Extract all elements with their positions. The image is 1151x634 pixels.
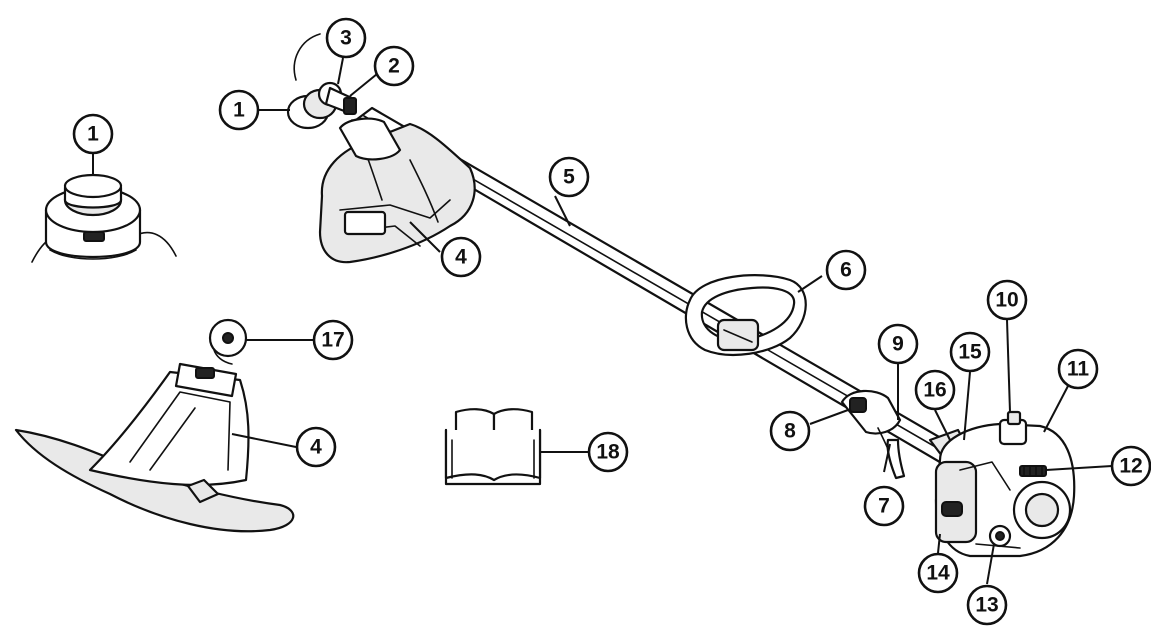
callout-label: 5: [563, 166, 575, 189]
callout-label: 4: [455, 246, 467, 269]
callout-label: 2: [388, 55, 400, 78]
callout-1-detached-head: 1: [72, 113, 114, 155]
mounted-head: [286, 33, 358, 130]
callout-16: 16: [914, 369, 956, 411]
callout-label: 14: [926, 562, 950, 585]
callout-14: 14: [917, 552, 959, 594]
callout-4-guard-assembly: 4: [295, 426, 337, 468]
callout-18: 18: [587, 431, 629, 473]
callout-10: 10: [986, 279, 1028, 321]
callout-label: 11: [1067, 358, 1090, 381]
callout-label: 15: [958, 341, 982, 364]
callout-12: 12: [1110, 445, 1151, 487]
callout-label: 3: [340, 27, 352, 50]
callout-4-mounted-guard: 4: [440, 236, 482, 278]
callout-1-mounted-head: 1: [218, 89, 260, 131]
callouts: 1 1 2 3 4 4 5 6: [72, 17, 1151, 626]
loop-handle: [684, 274, 807, 356]
callout-label: 18: [596, 441, 620, 464]
callout-label: 8: [784, 420, 796, 443]
mounted-guard: [318, 117, 476, 264]
callout-3: 3: [325, 17, 367, 59]
callout-7: 7: [863, 485, 905, 527]
callout-2: 2: [373, 45, 415, 87]
callout-5: 5: [548, 156, 590, 198]
callout-label: 1: [87, 123, 99, 146]
callout-label: 16: [923, 379, 946, 402]
callout-15: 15: [949, 331, 991, 373]
callout-11: 11: [1057, 348, 1099, 390]
callout-9: 9: [877, 323, 919, 365]
engine-unit: [928, 410, 1076, 558]
callout-label: 10: [995, 289, 1018, 312]
callout-17: 17: [312, 319, 354, 361]
manual-book-icon: [444, 408, 542, 486]
callout-label: 13: [975, 594, 998, 617]
callout-label: 12: [1119, 455, 1142, 478]
callout-6: 6: [825, 249, 867, 291]
callout-label: 6: [840, 259, 852, 282]
detached-trimmer-head: [31, 173, 177, 263]
callout-13: 13: [966, 584, 1008, 626]
guard-assembly: [14, 318, 295, 533]
callout-label: 7: [878, 495, 890, 518]
callout-label: 4: [310, 436, 322, 459]
callout-8: 8: [769, 410, 811, 452]
callout-label: 9: [892, 333, 904, 356]
callout-label: 1: [233, 99, 245, 122]
callout-label: 17: [321, 329, 344, 352]
leader-lines: [92, 57, 1113, 585]
